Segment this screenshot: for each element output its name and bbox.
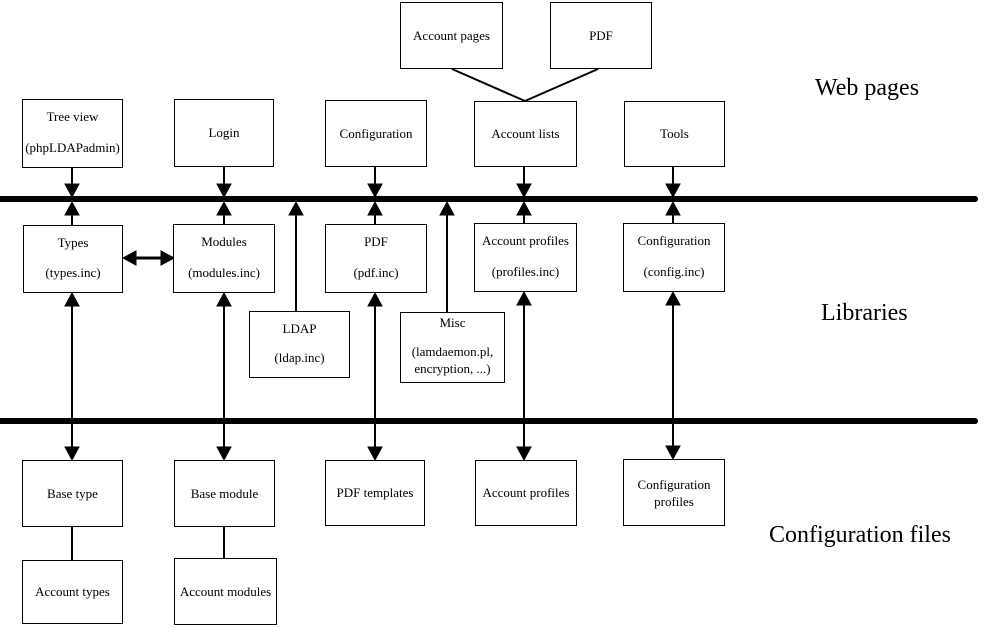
box-configuration-profiles: Configuration profiles [623, 459, 725, 526]
box-sublabel: (types.inc) [45, 265, 101, 280]
box-label: Account profiles [481, 233, 569, 248]
edge-modules-base-module [216, 291, 232, 462]
box-sublabel: (lamdaemon.pl, encryption, ...) [411, 344, 494, 376]
edge-account-profiles-lib-files [516, 290, 532, 462]
box-pdf-templates: PDF templates [325, 460, 425, 526]
box-misc: Misc (lamdaemon.pl, encryption, ...) [400, 312, 505, 383]
edge-pdf-lib-pdf-templates [367, 291, 383, 462]
box-modules: Modules (modules.inc) [173, 224, 275, 293]
section-label-configuration-files: Configuration files [769, 522, 951, 548]
box-login: Login [174, 99, 274, 167]
box-account-lists: Account lists [474, 101, 577, 167]
box-label: Configuration [637, 233, 711, 248]
box-label: Modules [201, 234, 247, 249]
box-ldap: LDAP (ldap.inc) [249, 311, 350, 378]
box-sublabel: (ldap.inc) [274, 350, 325, 365]
edge-tree-view-types [64, 167, 80, 225]
arrowhead-down-icon [665, 183, 681, 199]
box-sublabel: (modules.inc) [188, 265, 260, 280]
arrowhead-down-icon [367, 183, 383, 199]
box-label: Account pages [413, 27, 490, 43]
box-tools: Tools [624, 101, 725, 167]
box-pdf-page: PDF [550, 2, 652, 69]
box-configuration-lib: Configuration (config.inc) [623, 223, 725, 292]
arrowhead-down-icon [516, 446, 532, 462]
edge-account-lists-account-profiles [516, 167, 532, 223]
arrowhead-down-icon [216, 183, 232, 199]
edge-ldap-bus [288, 200, 304, 311]
arrowhead-right-icon [160, 250, 176, 266]
box-account-types: Account types [22, 560, 123, 624]
arrowhead-down-icon [216, 446, 232, 462]
edge-pdf-to-account-lists [524, 68, 599, 102]
edge-tools-configuration-lib [665, 167, 681, 223]
box-label: Types [57, 235, 89, 250]
arrowhead-down-icon [665, 445, 681, 461]
box-label: Configuration [637, 476, 711, 492]
box-base-module: Base module [174, 460, 275, 527]
section-label-web-pages: Web pages [815, 75, 920, 101]
box-account-pages: Account pages [400, 2, 503, 69]
arrowhead-down-icon [367, 446, 383, 462]
box-label: Base type [47, 485, 98, 501]
edge-configuration-lib-profiles [665, 290, 681, 461]
box-label: PDF [364, 234, 388, 249]
box-label: Account lists [491, 126, 560, 141]
edge-account-pages-to-account-lists [451, 68, 526, 102]
box-label: Account types [35, 584, 110, 599]
edge-types-modules [121, 250, 176, 266]
box-sublabel: (config.inc) [643, 264, 705, 279]
box-tree-view: Tree view (phpLDAPadmin) [22, 99, 123, 168]
arrowhead-down-icon [64, 183, 80, 199]
box-pdf-lib: PDF (pdf.inc) [325, 224, 427, 293]
box-label: PDF [589, 27, 613, 43]
box-label: Configuration [339, 125, 413, 141]
box-account-profiles-lib: Account profiles (profiles.inc) [474, 223, 577, 292]
arrowhead-down-icon [516, 183, 532, 199]
edge-login-modules [216, 167, 232, 224]
box-types: Types (types.inc) [23, 225, 123, 293]
box-label: Base module [190, 485, 259, 501]
box-label: Tools [660, 126, 689, 141]
box-label: Login [208, 125, 240, 140]
section-label-libraries: Libraries [821, 300, 908, 326]
box-sublabel: (profiles.inc) [491, 264, 560, 279]
box-sublabel: (pdf.inc) [353, 265, 399, 280]
box-label: Tree view [46, 109, 99, 124]
box-label: PDF templates [336, 485, 414, 500]
edge-configuration-pdf-lib [367, 167, 383, 224]
box-configuration-page: Configuration [325, 100, 427, 167]
box-label: LDAP [282, 321, 317, 336]
edge-misc-bus [439, 200, 455, 312]
box-sublabel: profiles [654, 493, 694, 509]
box-label: Misc [439, 315, 466, 330]
box-account-modules: Account modules [174, 558, 277, 625]
box-label: Account profiles [482, 485, 570, 500]
box-account-profiles-files: Account profiles [475, 460, 577, 526]
arrowhead-down-icon [64, 446, 80, 462]
box-base-type: Base type [22, 460, 123, 527]
box-label: Account modules [179, 583, 272, 599]
box-sublabel: (phpLDAPadmin) [25, 140, 120, 155]
edge-types-base-type [64, 291, 80, 462]
